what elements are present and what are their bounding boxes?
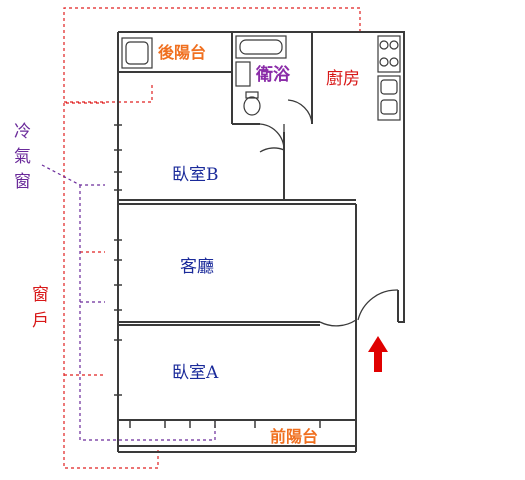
bathroom-label: 衛浴 (255, 64, 291, 85)
kitchen-label: 廚房 (326, 68, 360, 89)
svg-text:窗: 窗 (14, 172, 31, 192)
svg-text:窗: 窗 (32, 285, 49, 305)
svg-text:氣: 氣 (14, 147, 31, 167)
stove-icon (377, 35, 401, 73)
door-swings (259, 99, 399, 356)
window-label: 窗 戶 (32, 285, 49, 331)
back-balcony-label: 後陽台 (158, 43, 206, 62)
front-balcony-label: 前陽台 (270, 427, 318, 446)
svg-text:冷: 冷 (14, 122, 31, 142)
bedroom-a-label: 臥室A (172, 363, 219, 383)
sink-icon (377, 75, 401, 121)
ac-guide-lines (41, 164, 216, 441)
window-guide-lines (63, 7, 361, 469)
living-room-label: 客廳 (180, 257, 214, 277)
svg-text:戶: 戶 (32, 311, 49, 331)
washbasin-icon (235, 61, 251, 87)
entrance-arrow-icon (368, 336, 388, 372)
bedroom-b-label: 臥室B (172, 165, 219, 185)
walls (117, 31, 405, 453)
window-marks (114, 124, 321, 428)
washing-machine-icon (121, 37, 153, 69)
bathtub-icon (235, 35, 287, 59)
ac-window-label: 冷 氣 窗 (14, 122, 31, 192)
toilet-icon (243, 91, 261, 116)
